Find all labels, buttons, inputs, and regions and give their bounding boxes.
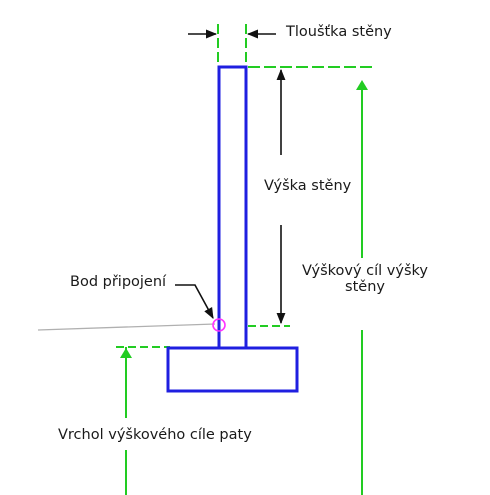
footing-target-arrowhead [120,348,132,358]
attachment-point-label: Bod připojení [70,274,167,290]
wall-height-target-label: Výškový cíl výšky stěny [300,263,430,295]
wall-height-label: Výška stěny [264,178,352,194]
footing-top-target-label: Vrchol výškového cíle paty [58,427,252,443]
footing [166,346,299,393]
attachment-point-marker [212,318,226,332]
wall-height-target-label-line2: stěny [345,279,385,295]
wall-thickness-label: Tloušťka stěny [286,24,392,40]
reference-line [37,323,216,331]
wall [217,65,248,350]
attachment-leader [175,284,214,319]
wall-height-target-arrowhead [356,80,368,90]
wall-height-target-label-line1: Výškový cíl výšky [301,263,428,279]
